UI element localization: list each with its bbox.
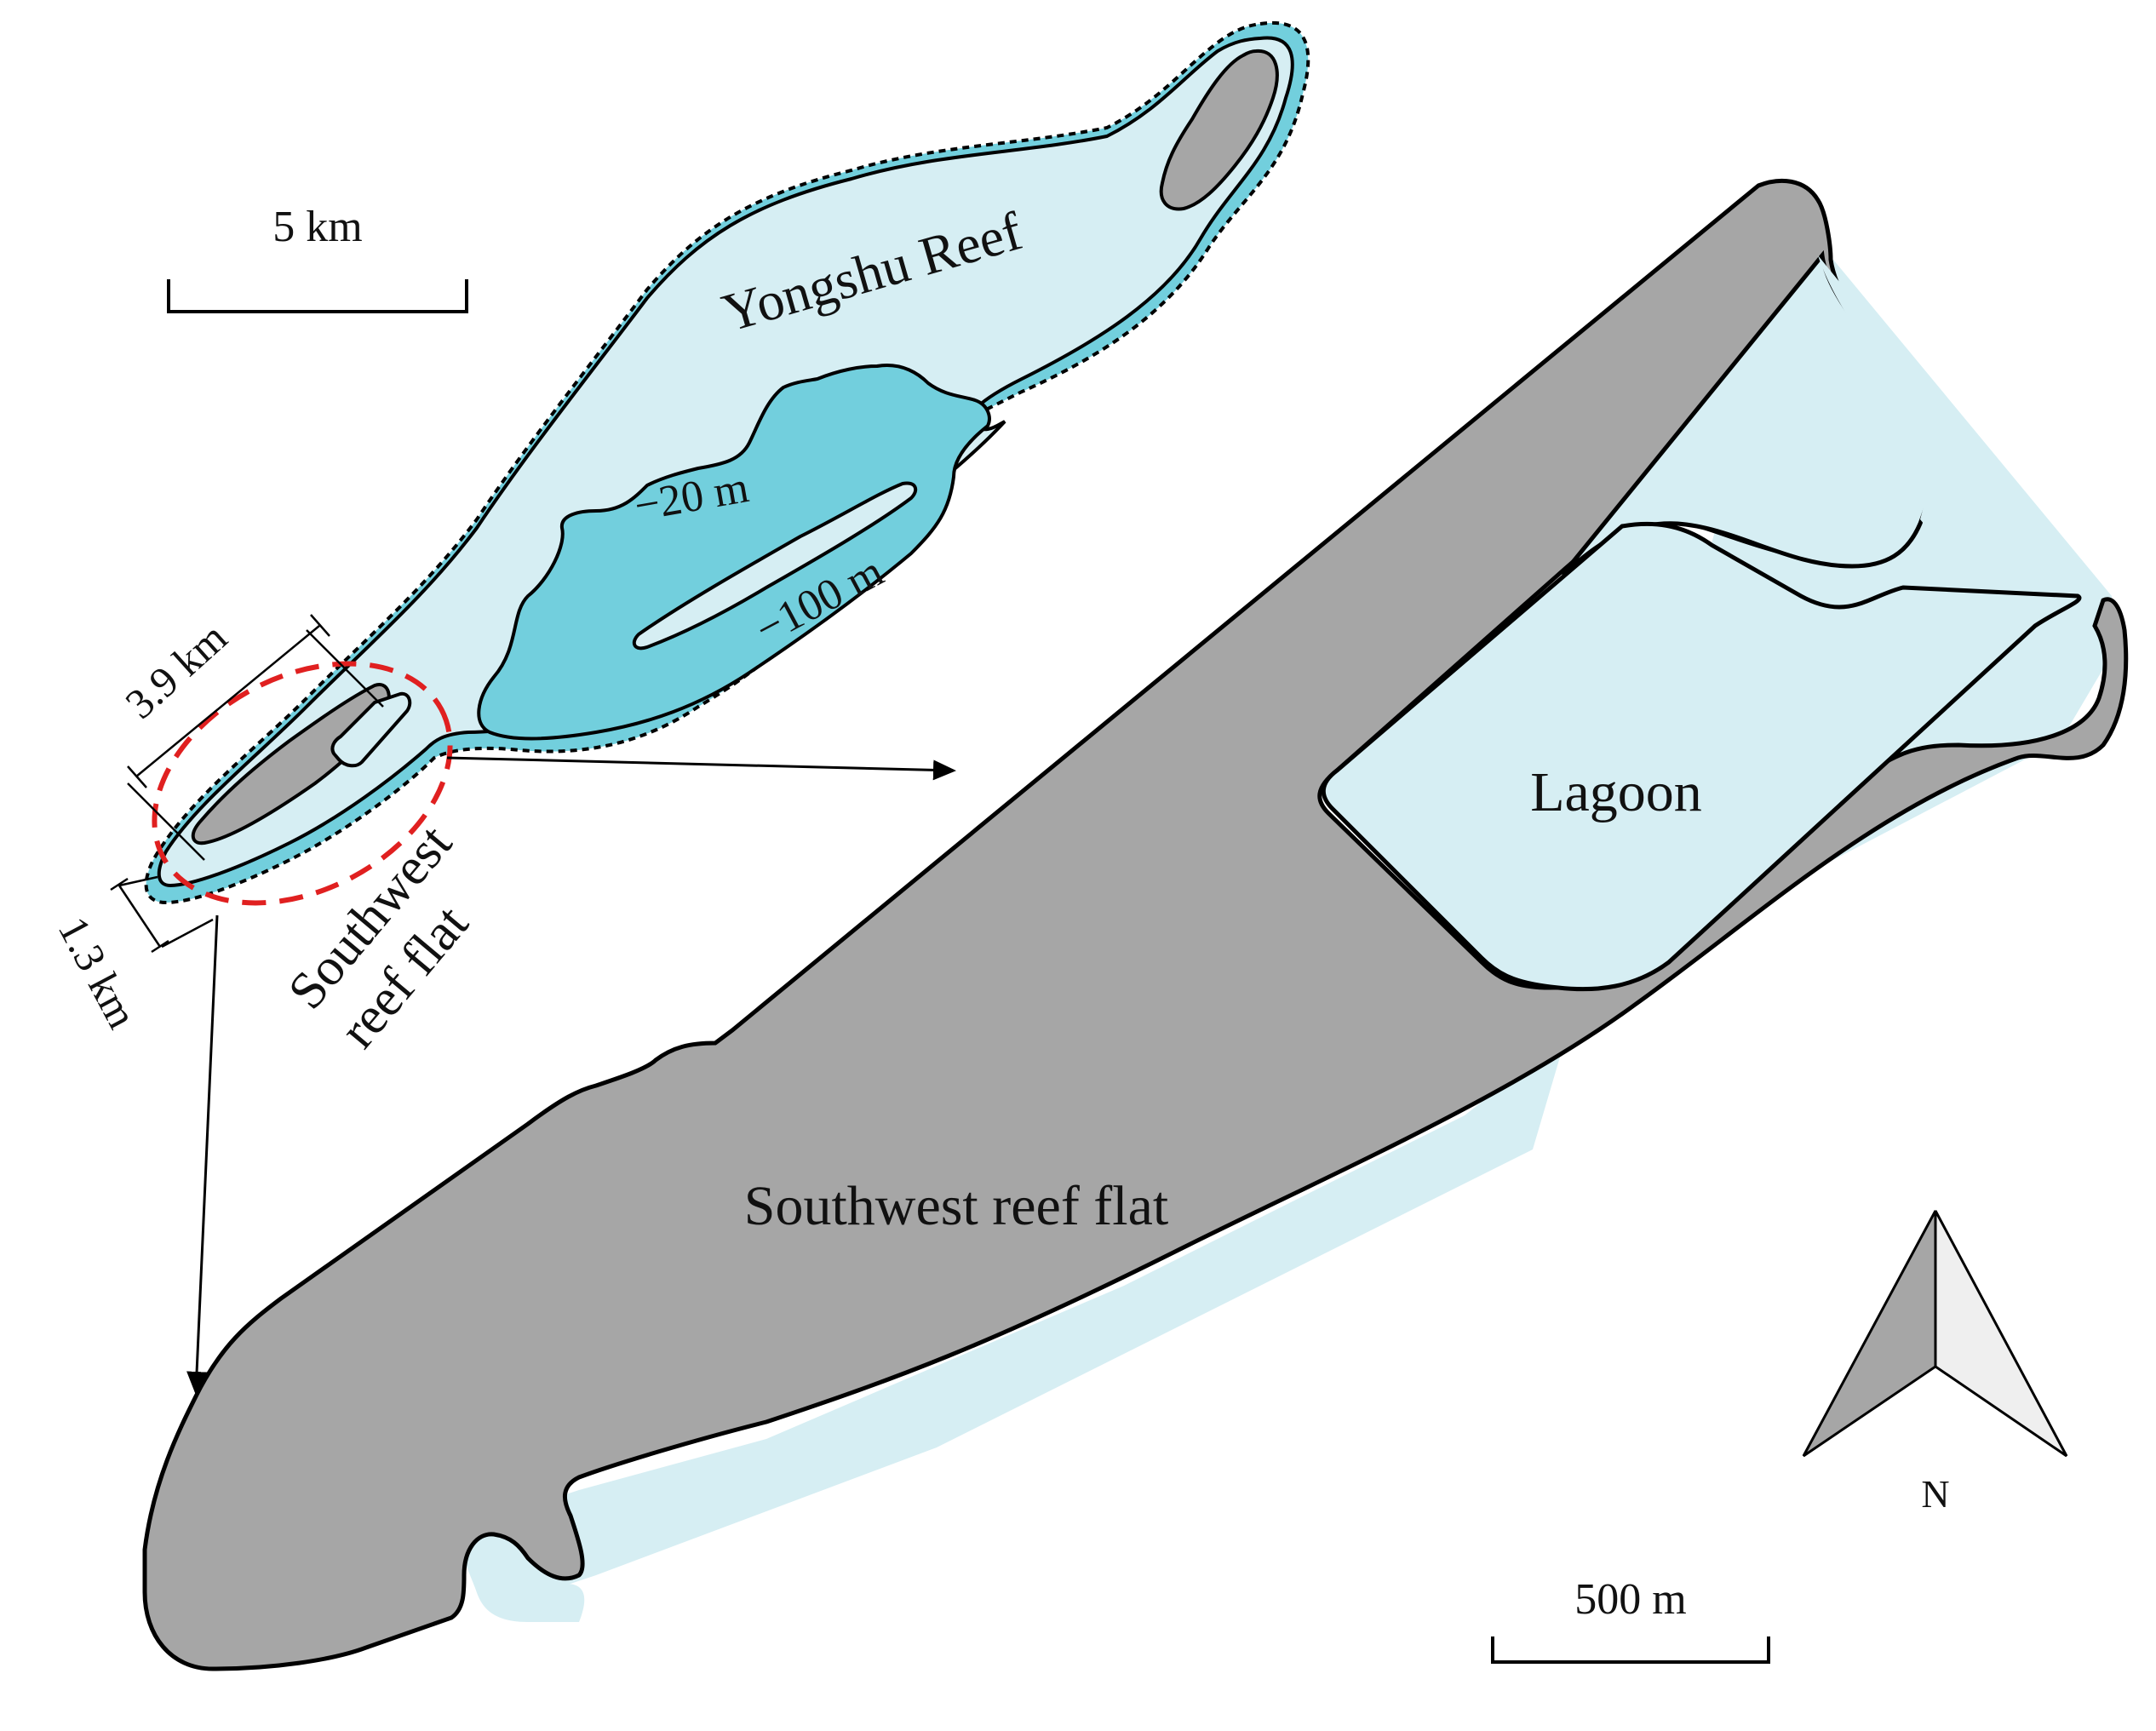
overview-ne-island [1159, 49, 1279, 211]
detail-map [142, 178, 2129, 1671]
overview-scale-bar [167, 279, 468, 313]
north-arrow-left-half [1802, 1210, 1937, 1458]
north-arrow-right-half [1934, 1210, 2068, 1458]
overview-deep-basin [632, 481, 918, 651]
lagoon-label: Lagoon [1530, 761, 1702, 823]
southwest-highlight-circle [152, 661, 453, 906]
detail-scale-label: 500 m [1574, 1575, 1686, 1624]
pointer-arrow-right [446, 756, 956, 781]
pointer-arrow-down [186, 914, 219, 1395]
north-arrow-icon [1802, 1210, 2068, 1458]
detail-reef-flat-label: Southwest reef flat [744, 1175, 1169, 1237]
detail-bottom-notch-water [473, 1575, 585, 1622]
width-dimension [110, 875, 214, 954]
detail-scale-bar [1491, 1636, 1770, 1664]
north-label: N [1921, 1472, 1949, 1516]
length-dimension [127, 614, 384, 861]
width-dimension-label: 1.3 km [49, 909, 147, 1036]
detail-lagoon [1321, 521, 2082, 992]
overview-sw-lagoon [330, 691, 412, 768]
overview-scale-label: 5 km [272, 203, 362, 251]
overview-map [110, 20, 1310, 1395]
overview-deep-lagoon [477, 364, 991, 741]
